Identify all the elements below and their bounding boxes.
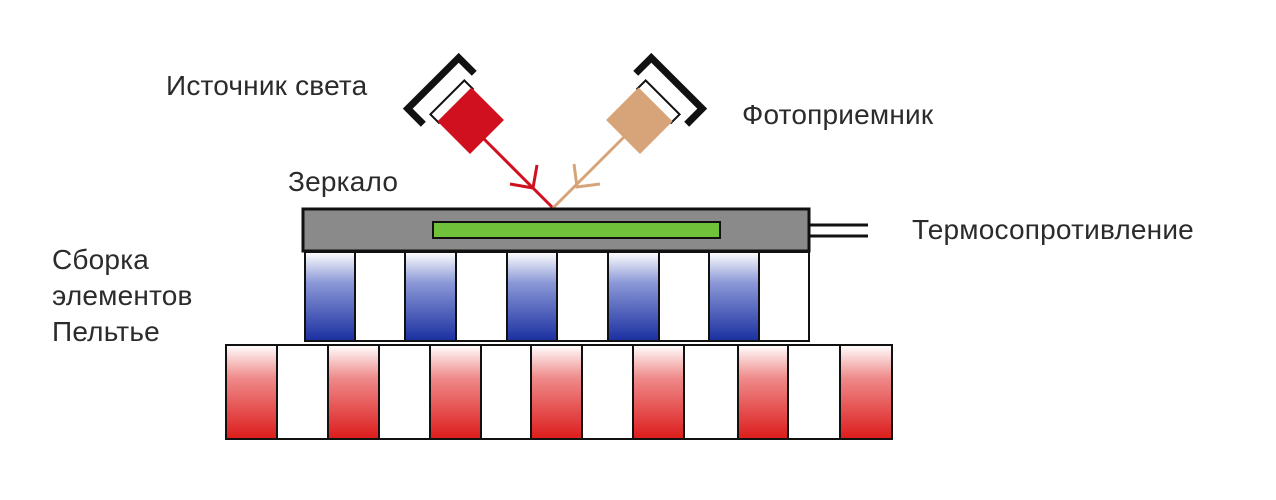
incident-beam (481, 136, 555, 210)
thermoresistor-strip (432, 221, 721, 239)
peltier-lower-row (225, 344, 893, 440)
thermoresistor-label: Термосопротивление (912, 214, 1194, 245)
photodetector-label: Фотоприемник (742, 99, 934, 130)
peltier-upper-row (304, 251, 810, 342)
light-source-icon (402, 52, 504, 154)
mirror-label: Зеркало (288, 166, 399, 197)
peltier-assembly-label: Сборка элементов Пельтье (52, 242, 193, 350)
peltier-label-line: Сборка (52, 244, 150, 275)
peltier-label-line: Пельтье (52, 316, 160, 347)
reflected-beam (551, 135, 626, 210)
photodetector-icon (606, 52, 708, 154)
light-source-label: Источник света (166, 70, 368, 101)
peltier-label-line: элементов (52, 280, 193, 311)
